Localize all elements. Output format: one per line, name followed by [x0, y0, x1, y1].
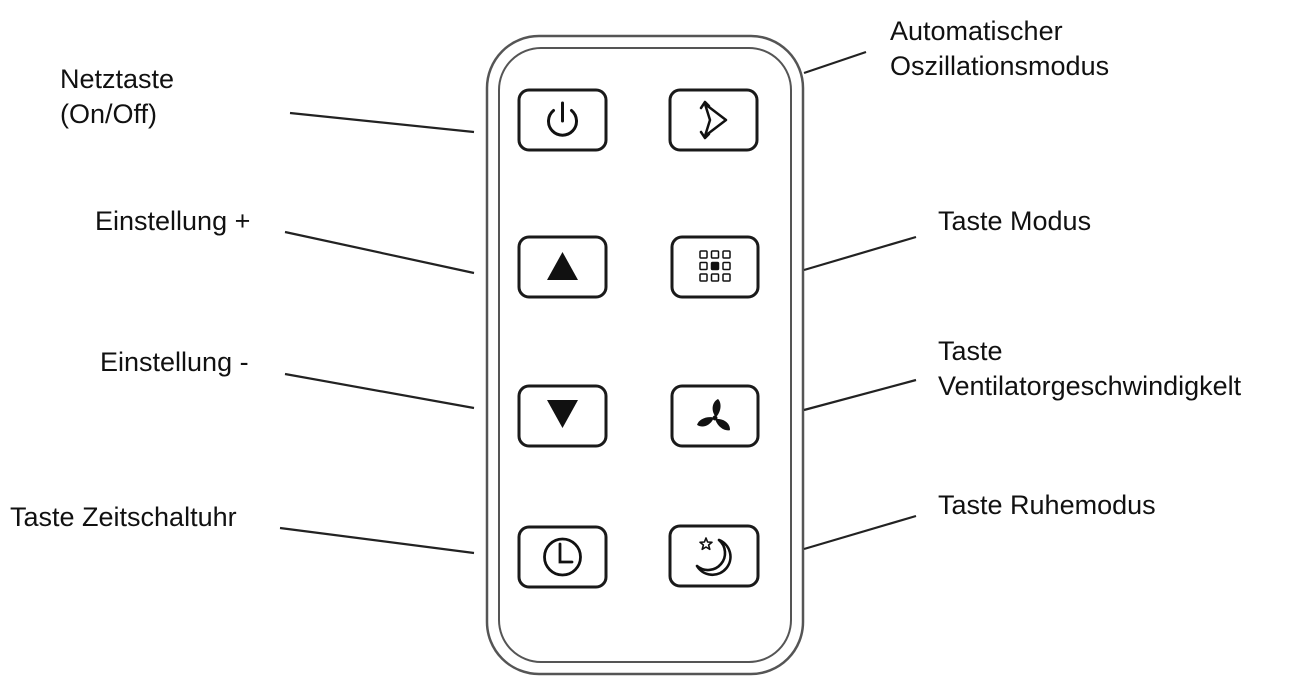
leader-line-mode [803, 235, 917, 272]
label-timer: Taste Zeitschaltuhr [10, 502, 237, 532]
leader-lines [279, 50, 917, 555]
label-fan-speed: Taste Ventilatorgeschwindigkelt [938, 334, 1241, 404]
power-icon [547, 101, 578, 137]
label-setting-plus: Einstellung + [95, 206, 251, 236]
oscillation-button[interactable] [668, 88, 759, 152]
timer-button[interactable] [517, 525, 608, 589]
leader-line-power [289, 111, 475, 134]
fan-icon [697, 399, 730, 431]
leader-line-fan [803, 378, 917, 412]
setting-minus-button[interactable] [517, 384, 608, 448]
label-oscillation-line2: Oszillationsmodus [890, 51, 1110, 81]
triangle-up-icon [547, 252, 578, 280]
oscillation-icon [699, 100, 728, 140]
label-mode: Taste Modus [938, 206, 1092, 236]
power-button[interactable] [517, 88, 608, 152]
moon-star-icon [695, 537, 732, 577]
label-power-line1: Netztaste [60, 64, 175, 94]
triangle-down-icon [547, 400, 578, 428]
leader-line-timer [279, 526, 475, 555]
label-power-line2: (On/Off) [60, 99, 158, 129]
label-oscillation-line1: Automatischer [890, 16, 1063, 46]
sleep-button[interactable] [668, 524, 760, 588]
label-fan-speed-line1: Taste [938, 336, 1003, 366]
leader-line-sleep [803, 514, 917, 551]
label-setting-minus: Einstellung - [100, 347, 249, 377]
remote-body [485, 34, 805, 676]
fan-speed-button[interactable] [670, 384, 760, 448]
mode-grid-icon [699, 250, 731, 282]
label-oscillation: Automatischer Oszillationsmodus [890, 14, 1109, 84]
leader-line-plus [284, 230, 475, 275]
label-power: Netztaste (On/Off) [60, 62, 174, 132]
label-fan-speed-line2: Ventilatorgeschwindigkelt [938, 371, 1242, 401]
leader-line-minus [284, 372, 475, 410]
clock-icon [543, 537, 582, 577]
leader-line-oscillation [803, 50, 867, 75]
setting-plus-button[interactable] [517, 235, 608, 299]
mode-button[interactable] [670, 235, 760, 299]
label-sleep: Taste Ruhemodus [938, 490, 1156, 520]
